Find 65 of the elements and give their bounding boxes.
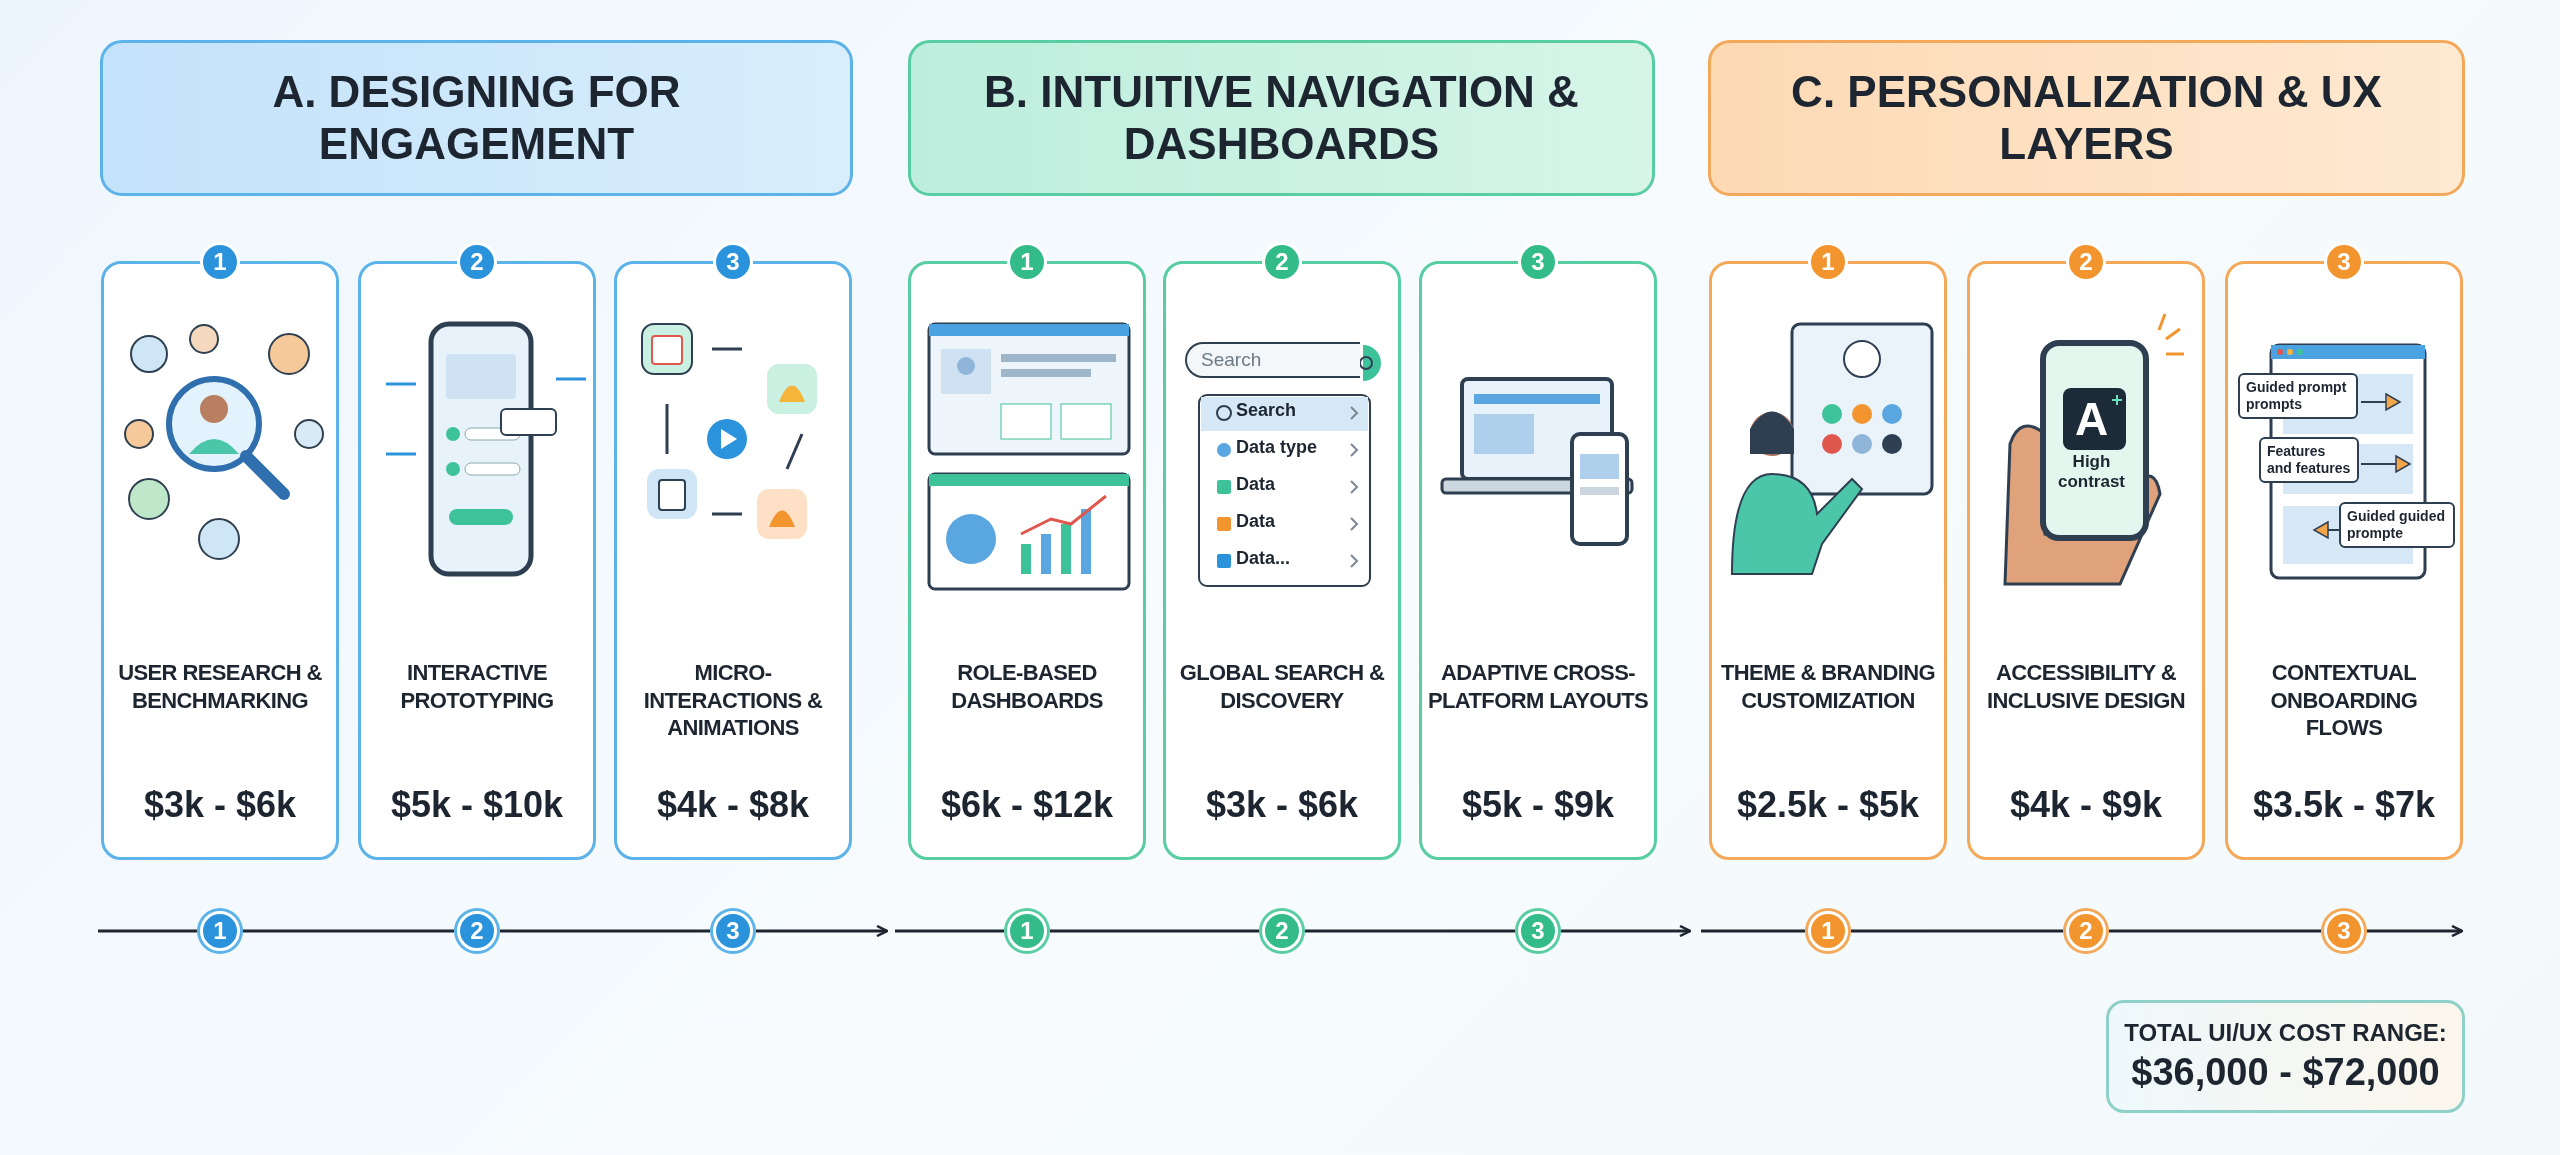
step-title: INTERACTIVE PROTOTYPING: [399, 659, 555, 714]
timeline-marker: 3: [2324, 911, 2364, 951]
timeline-arrow: [2367, 924, 2464, 938]
step-title: GLOBAL SEARCH & DISCOVERY: [1178, 659, 1386, 714]
price-range: $3k - $6k: [142, 784, 298, 826]
total-panel: [2106, 1000, 2465, 1113]
menu-item: Search: [1236, 400, 1298, 421]
timeline-marker: 2: [457, 911, 497, 951]
callout: Guided prompt prompts: [2238, 373, 2358, 419]
screen-text: High contrast: [2056, 452, 2127, 492]
timeline-arrow: [756, 924, 889, 938]
menu-item: Data type: [1236, 437, 1319, 458]
screen-text: A: [2073, 392, 2110, 446]
price-range: $2.5k - $5k: [1735, 784, 1921, 826]
step-title: ACCESSIBILITY & INCLUSIVE DESIGN: [1985, 659, 2187, 714]
step-title: MICRO-INTERACTIONS & ANIMATIONS: [642, 659, 824, 742]
menu-item: Data: [1236, 511, 1276, 532]
step-number: 2: [457, 242, 497, 282]
timeline-line: [2109, 929, 2321, 933]
price-range: $5k - $9k: [1460, 784, 1616, 826]
step-number: 2: [2066, 242, 2106, 282]
timeline-marker: 1: [200, 911, 240, 951]
step-number: 3: [713, 242, 753, 282]
step-number: 1: [1007, 242, 1047, 282]
timeline-line: [243, 929, 454, 933]
price-range: $5k - $10k: [389, 784, 565, 826]
timeline-marker: 1: [1808, 911, 1848, 951]
total-label: TOTAL UI/UX COST RANGE:: [2124, 1019, 2447, 1047]
price-range: $4k - $9k: [2008, 784, 2164, 826]
price-range: $3.5k - $7k: [2251, 784, 2437, 826]
timeline-line: [98, 929, 197, 933]
timeline-line: [1305, 929, 1515, 933]
price-range: $4k - $8k: [655, 784, 811, 826]
step-number: 1: [1808, 242, 1848, 282]
menu-item: Data...: [1236, 548, 1292, 569]
step-number: 3: [2324, 242, 2364, 282]
total-value: $36,000 - $72,000: [2131, 1051, 2440, 1094]
step-title: USER RESEARCH & BENCHMARKING: [117, 659, 323, 714]
step-title: ADAPTIVE CROSS-PLATFORM LAYOUTS: [1426, 659, 1650, 714]
search-field: Search: [1185, 342, 1360, 378]
price-range: $3k - $6k: [1204, 784, 1360, 826]
timeline-marker: 2: [2066, 911, 2106, 951]
section-header: A. DESIGNING FOR ENGAGEMENT: [100, 40, 853, 196]
timeline-line: [500, 929, 710, 933]
timeline-marker: 1: [1007, 911, 1047, 951]
step-number: 1: [200, 242, 240, 282]
callout: Features and features: [2259, 437, 2359, 483]
price-range: $6k - $12k: [939, 784, 1115, 826]
section-header: B. INTUITIVE NAVIGATION & DASHBOARDS: [908, 40, 1655, 196]
step-title: CONTEXTUAL ONBOARDING FLOWS: [2269, 659, 2419, 742]
step-number: 3: [1518, 242, 1558, 282]
menu-item: Data: [1236, 474, 1276, 495]
timeline-marker: 3: [1518, 911, 1558, 951]
step-title: ROLE-BASED DASHBOARDS: [950, 659, 1104, 714]
timeline-line: [1050, 929, 1259, 933]
timeline-arrow: [1561, 924, 1692, 938]
timeline-marker: 3: [713, 911, 753, 951]
section-header: C. PERSONALIZATION & UX LAYERS: [1708, 40, 2465, 196]
timeline-line: [1701, 929, 1805, 933]
callout: Guided guided prompte: [2339, 502, 2455, 548]
timeline-marker: 2: [1262, 911, 1302, 951]
step-title: THEME & BRANDING CUSTOMIZATION: [1719, 659, 1937, 714]
step-number: 2: [1262, 242, 1302, 282]
timeline-line: [1851, 929, 2063, 933]
timeline-line: [895, 929, 1004, 933]
